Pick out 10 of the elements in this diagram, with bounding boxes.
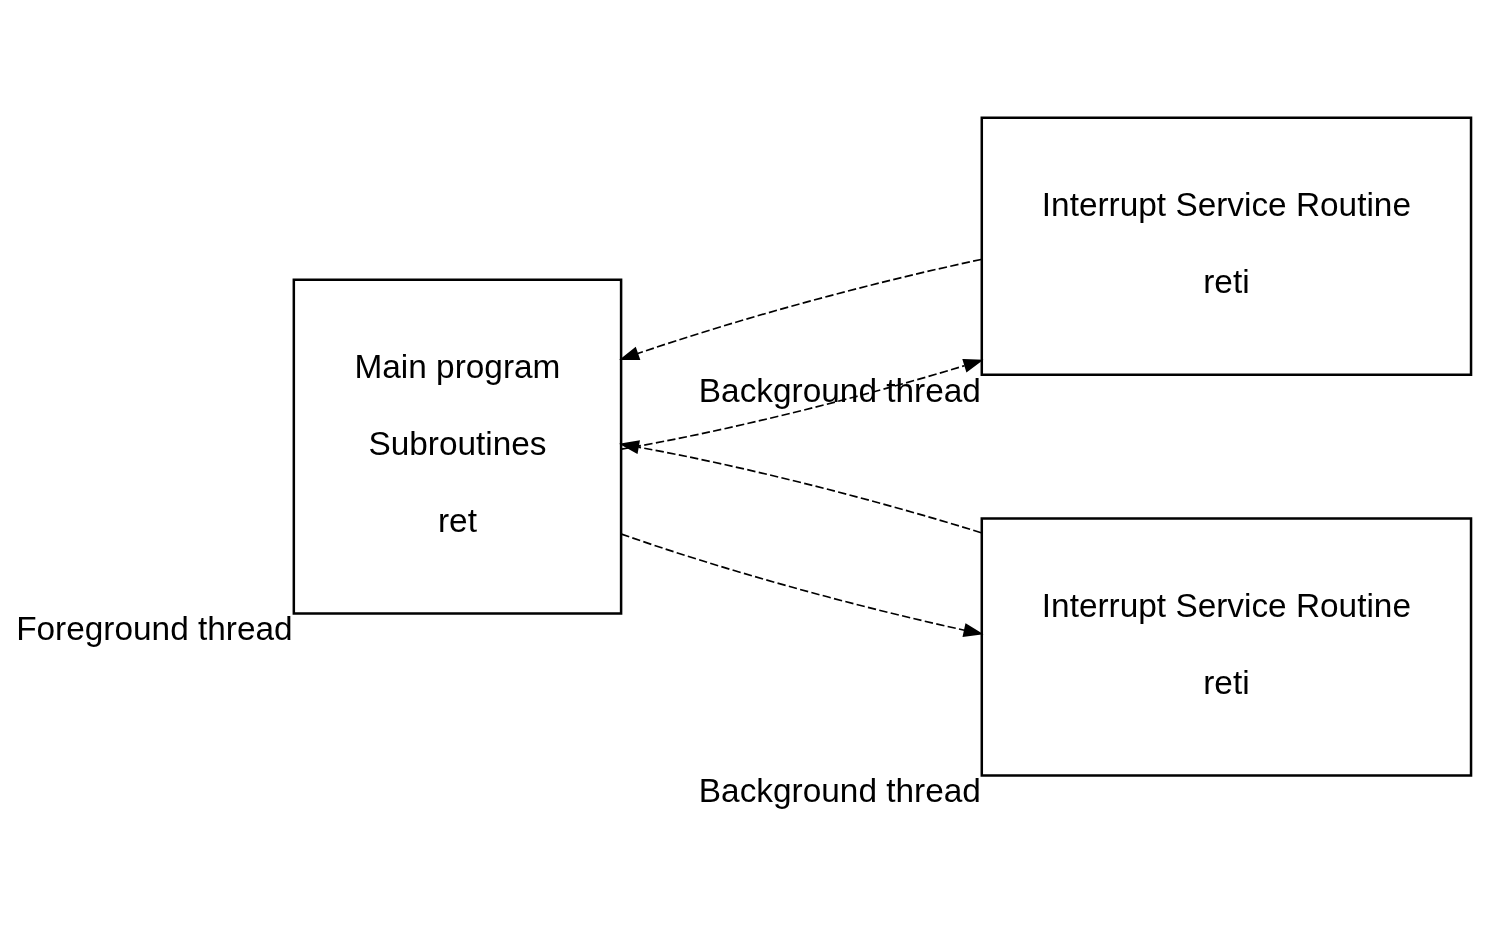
arrow xyxy=(619,258,982,360)
node-label: Background thread xyxy=(698,371,981,409)
arrow xyxy=(620,532,984,637)
node-box: Interrupt Service Routine reti xyxy=(980,516,1473,777)
node-box: Interrupt Service Routine reti xyxy=(980,115,1473,376)
node-label: Foreground thread xyxy=(16,609,293,647)
arrow xyxy=(619,439,982,534)
node-box: Main program Subroutines ret xyxy=(292,277,623,615)
arrow xyxy=(620,358,984,450)
node-label: Background thread xyxy=(698,771,981,809)
